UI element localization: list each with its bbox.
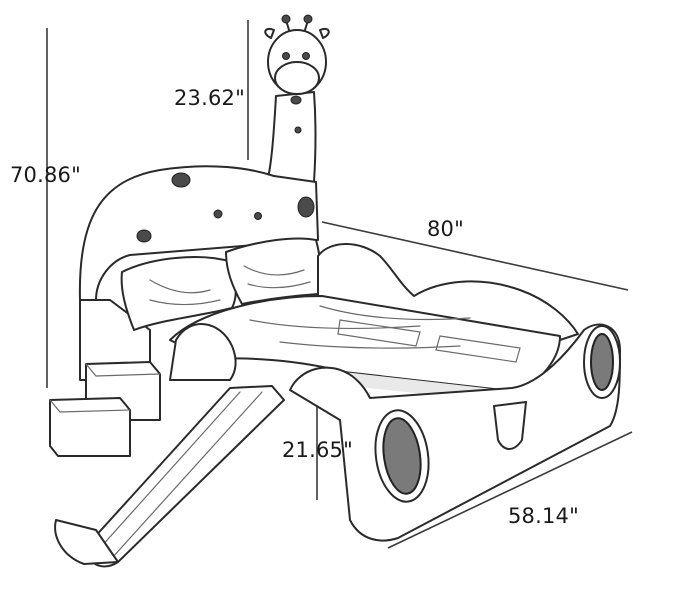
giraffe-eye-right [302, 52, 310, 60]
pillow-wrinkles [149, 279, 221, 306]
headboard-spot [213, 209, 223, 219]
giraffe-ear-right [319, 28, 330, 39]
step-lower [49, 397, 131, 457]
pillow-right [225, 237, 322, 305]
footboard-arch [169, 323, 237, 381]
giraffe-ear-left [264, 28, 275, 39]
slide-rails [99, 391, 263, 559]
blanket-folds [249, 305, 471, 349]
giraffe-horn-tip-left [281, 14, 291, 24]
giraffe-neck [267, 91, 317, 183]
slide-end [54, 519, 119, 565]
width-dimension-line [387, 431, 633, 549]
car-badge-icon [493, 401, 527, 450]
giraffe-horn-tip-right [303, 14, 313, 24]
giraffe-neck-spot [290, 95, 302, 105]
giraffe-neck-spot-2 [294, 126, 302, 134]
side-height-label: 21.65" [282, 438, 353, 462]
headboard-spot [297, 196, 315, 218]
headboard-spot [136, 229, 152, 243]
length-label: 80" [427, 217, 464, 241]
rear-side-rail [317, 243, 579, 341]
headboard-spot [171, 172, 191, 188]
giraffe-snout [274, 61, 320, 95]
mattress [169, 295, 561, 393]
width-label: 58.14" [508, 504, 579, 528]
step-edges [49, 363, 161, 413]
front-side-panel [289, 323, 621, 542]
total-height-label: 70.86" [10, 163, 81, 187]
length-dimension-line [321, 221, 629, 291]
front-wheel [382, 417, 422, 495]
pillow-wrinkles [243, 265, 311, 289]
giraffe-eye-left [282, 52, 290, 60]
blanket-panels [337, 319, 521, 363]
rear-wheel [590, 333, 614, 391]
headboard [78, 165, 319, 301]
neck-height-label: 23.62" [174, 86, 245, 110]
headboard-spot [254, 212, 262, 220]
